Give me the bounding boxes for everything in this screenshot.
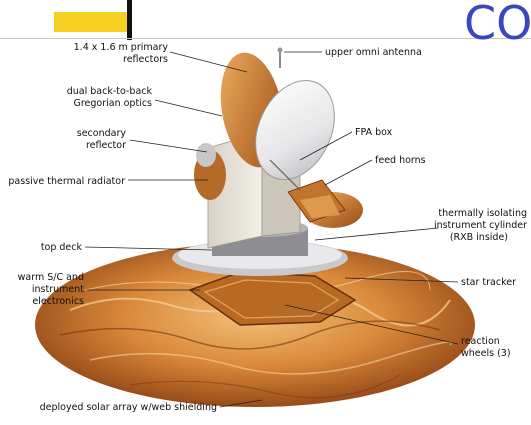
label-electronics-line2: instrument	[32, 284, 84, 295]
label-gregorian-line1: dual back-to-back	[67, 86, 153, 97]
label-cylinder-line1: thermally isolating	[438, 208, 527, 219]
label-solar-array: deployed solar array w/web shielding	[40, 402, 217, 413]
label-electronics-line3: electronics	[32, 296, 84, 307]
omni-antenna	[278, 48, 283, 53]
label-gregorian-line2: Gregorian optics	[73, 98, 152, 109]
label-cylinder-line2: instrument cylinder	[434, 220, 527, 231]
label-cylinder-line3: (RXB inside)	[450, 232, 508, 243]
label-electronics-line1: warm S/C and	[18, 272, 84, 283]
label-reaction-line2: wheels (3)	[461, 348, 511, 359]
label-top-deck: top deck	[41, 242, 83, 253]
label-primary-reflectors-line2: reflectors	[123, 54, 168, 65]
label-omni-antenna: upper omni antenna	[325, 47, 422, 58]
label-secondary-line1: secondary	[77, 128, 127, 139]
label-reaction-line1: reaction	[461, 336, 500, 347]
label-feed-horns: feed horns	[375, 155, 426, 166]
label-primary-reflectors-line1: 1.4 x 1.6 m primary	[74, 42, 169, 53]
label-secondary-line2: reflector	[86, 140, 126, 151]
label-radiator: passive thermal radiator	[8, 176, 125, 187]
label-fpa-box: FPA box	[355, 127, 393, 138]
label-star-tracker: star tracker	[461, 277, 516, 288]
